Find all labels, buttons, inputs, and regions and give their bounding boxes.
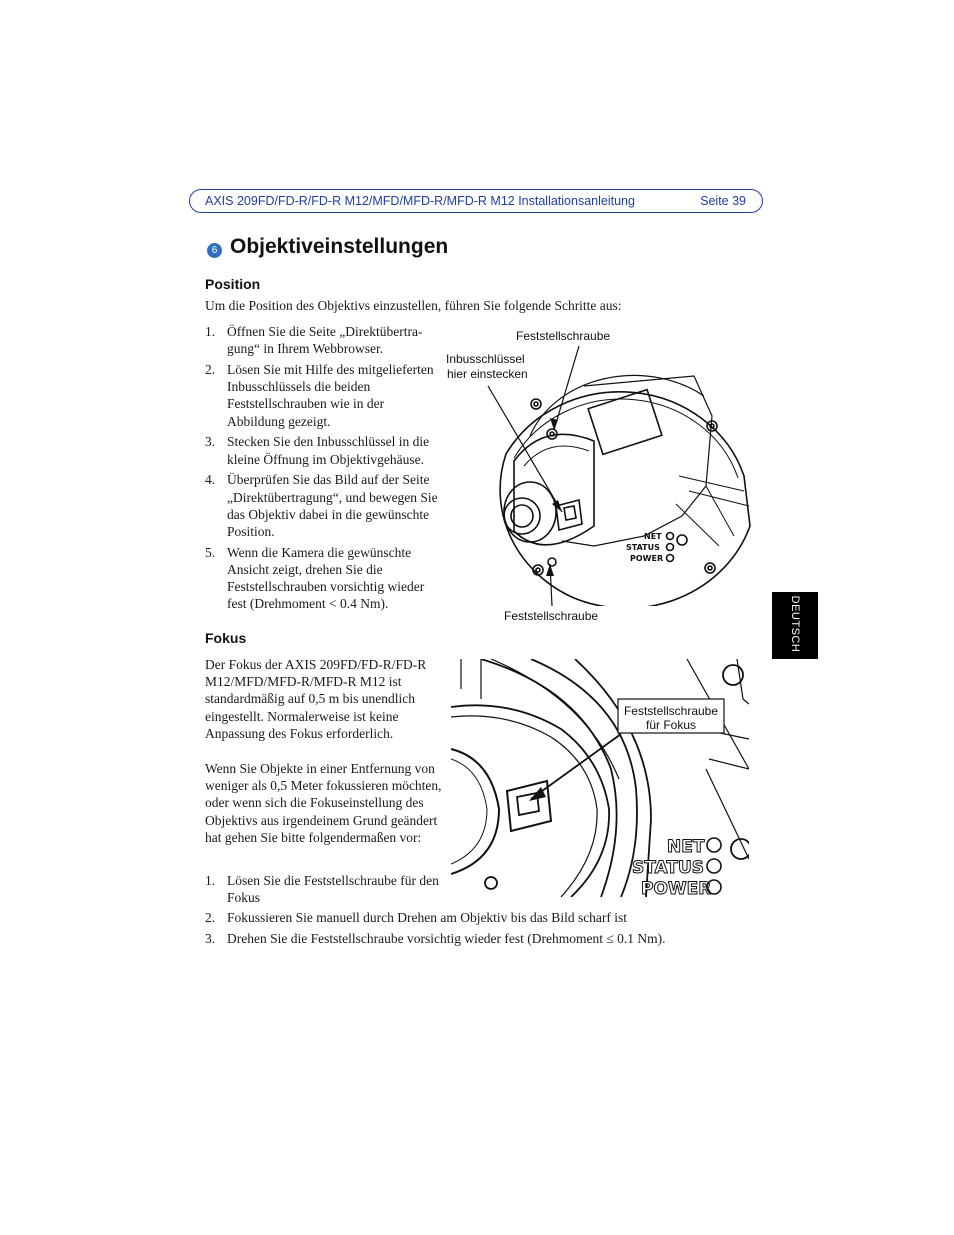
focus-led-status-label: STATUS	[632, 858, 704, 878]
position-intro: Um die Position des Objektivs einzustell…	[205, 298, 622, 313]
focus-paragraph-1: Der Fokus der AXIS 209FD/FD-R/FD-R M12/M…	[205, 657, 427, 741]
list-item: 2.Lösen Sie mit Hilfe des mitgelieferten…	[205, 362, 434, 429]
led-status-label: STATUS	[626, 543, 660, 552]
list-item: 3.Stecken Sie den Inbusschlüssel in die …	[205, 434, 430, 467]
list-item: 1.Lösen Sie die Feststellschraube für de…	[205, 873, 439, 906]
header-title: AXIS 209FD/FD-R/FD-R M12/MFD/MFD-R/MFD-R…	[205, 194, 635, 208]
label-key-line2: hier einstecken	[447, 367, 528, 381]
label-key-line1: Inbusschlüssel	[446, 352, 525, 366]
focus-figure: Feststellschraube für Fokus NET STATUS P…	[451, 659, 749, 897]
focus-drawing: Feststellschraube für Fokus NET STATUS P…	[451, 659, 749, 897]
position-heading: Position	[205, 276, 261, 292]
list-item: 3.Drehen Sie die Feststellschraube vorsi…	[205, 930, 666, 946]
focus-led-net-label: NET	[667, 837, 705, 857]
header-page-number: Seite 39	[700, 194, 746, 208]
camera-position-figure: Feststellschraube Inbusschlüssel hier ei…	[444, 326, 764, 626]
label-bottom-screw: Feststellschraube	[504, 609, 599, 623]
focus-steps-short: 1.Lösen Sie die Feststellschraube für de…	[205, 872, 445, 910]
focus-heading: Fokus	[205, 630, 247, 646]
led-power-label: POWER	[630, 554, 663, 563]
running-header: AXIS 209FD/FD-R/FD-R M12/MFD/MFD-R/MFD-R…	[189, 189, 763, 213]
focus-callout-line2: für Fokus	[646, 718, 696, 732]
list-item: 5.Wenn die Kamera die gewünschte Ansicht…	[205, 544, 425, 612]
camera-drawing: NET STATUS POWER	[487, 345, 751, 606]
focus-led-power-label: POWER	[641, 879, 711, 897]
page-title: Objektiveinstellungen	[230, 235, 449, 258]
position-steps: 1.Öffnen Sie die Seite „Direktübertra-gu…	[205, 323, 443, 616]
list-item: 2.Fokussieren Sie manuell durch Drehen a…	[205, 910, 628, 925]
list-item: 4.Überprüfen Sie das Bild auf der Seite …	[205, 472, 438, 540]
focus-callout-line1: Feststellschraube	[624, 704, 718, 718]
focus-steps-wide: 2.Fokussieren Sie manuell durch Drehen a…	[205, 909, 765, 951]
led-net-label: NET	[644, 532, 662, 541]
list-item: 1.Öffnen Sie die Seite „Direktübertra-gu…	[205, 324, 423, 357]
focus-paragraph-2: Wenn Sie Objekte in einer Entfernung von…	[205, 761, 442, 845]
language-tab-label: DEUTSCH	[789, 595, 801, 653]
section-number-badge: 6	[207, 243, 222, 258]
label-top-screw: Feststellschraube	[516, 329, 611, 343]
language-side-tab: DEUTSCH	[772, 592, 818, 659]
